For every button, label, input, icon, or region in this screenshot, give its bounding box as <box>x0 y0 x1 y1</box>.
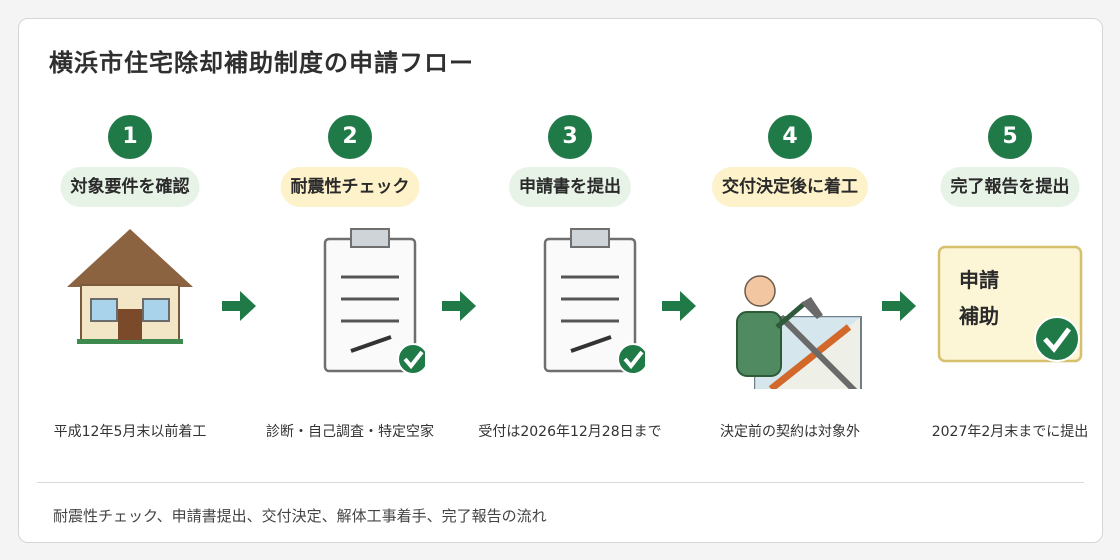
clipboard-check-icon <box>323 228 425 375</box>
step-4: 4 交付決定後に着工 決定前の契約は対象外 <box>680 19 900 459</box>
step-number: 2 <box>328 115 372 159</box>
divider <box>37 482 1084 483</box>
step-label: 耐震性チェック <box>280 167 420 207</box>
step-1: 1 対象要件を確認 平成12年5月末以前着工 <box>20 19 240 459</box>
step-note: 診断・自己調査・特定空家 <box>266 424 434 440</box>
demolition-worker-icon <box>736 275 862 389</box>
step-5: 5 完了報告を提出 申請 補助 2027年2月末までに提出 <box>900 19 1120 459</box>
step-3: 3 申請書を提出 受付は2026年12月28日まで <box>460 19 680 459</box>
step-number: 4 <box>768 115 812 159</box>
step-number: 1 <box>108 115 152 159</box>
step-label: 交付決定後に着工 <box>712 167 868 207</box>
step-note: 2027年2月末までに提出 <box>931 424 1089 440</box>
house-icon <box>67 229 193 344</box>
completion-document-icon: 申請 補助 <box>937 245 1083 363</box>
page-title: 横浜市住宅除却補助制度の申請フロー <box>49 49 474 77</box>
step-note: 決定前の契約は対象外 <box>720 424 860 440</box>
completion-doc-line1: 申請 <box>959 268 999 292</box>
step-label: 申請書を提出 <box>509 167 631 207</box>
arrow-right-icon <box>222 291 256 321</box>
flow-card: 横浜市住宅除却補助制度の申請フロー 1 対象要件を確認 平成12年5月末以前着工… <box>18 18 1103 543</box>
footer-summary: 耐震性チェック、申請書提出、交付決定、解体工事着手、完了報告の流れ <box>53 507 547 525</box>
step-number: 3 <box>548 115 592 159</box>
completion-doc-line2: 補助 <box>958 304 999 328</box>
arrow-right-icon <box>442 291 476 321</box>
step-2: 2 耐震性チェック 診断・自己調査・特定空家 <box>240 19 460 459</box>
arrow-right-icon <box>882 291 916 321</box>
step-label: 対象要件を確認 <box>60 167 200 207</box>
step-note: 平成12年5月末以前着工 <box>53 424 207 440</box>
step-label: 完了報告を提出 <box>940 167 1080 207</box>
step-note: 受付は2026年12月28日まで <box>478 424 662 440</box>
step-number: 5 <box>988 115 1032 159</box>
arrow-right-icon <box>662 291 696 321</box>
clipboard-check-icon <box>543 228 645 375</box>
